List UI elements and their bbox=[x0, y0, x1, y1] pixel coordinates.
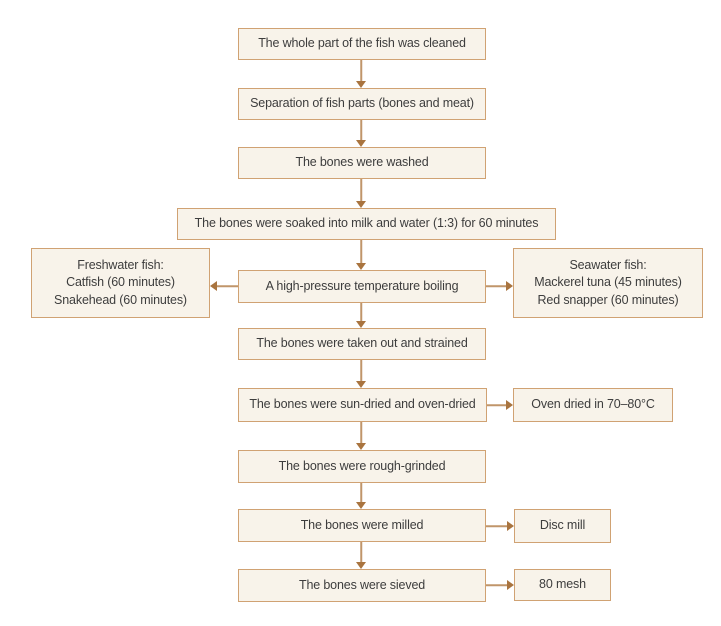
arrow-right-step7-oven-dried bbox=[487, 399, 513, 411]
flow-step-separation: Separation of fish parts (bones and meat… bbox=[238, 88, 486, 120]
arrow-down-step2-step3 bbox=[355, 120, 367, 147]
flow-side-seawater-fish-label: Seawater fish: Mackerel tuna (45 minutes… bbox=[534, 257, 682, 307]
arrowhead-right-icon bbox=[506, 400, 513, 410]
arrowhead-down-icon bbox=[356, 263, 366, 270]
flow-step-milled: The bones were milled bbox=[238, 509, 486, 542]
arrowhead-down-icon bbox=[356, 201, 366, 208]
arrowhead-down-icon bbox=[356, 321, 366, 328]
flow-side-disc-mill: Disc mill bbox=[514, 509, 611, 543]
arrow-down-step7-step8 bbox=[355, 422, 367, 450]
arrow-down-step6-step7 bbox=[355, 360, 367, 388]
arrow-right-step10-80-mesh bbox=[486, 579, 514, 591]
flow-step-washed: The bones were washed bbox=[238, 147, 486, 179]
flow-side-disc-mill-label: Disc mill bbox=[539, 518, 586, 533]
flow-side-oven-dried: Oven dried in 70–80°C bbox=[513, 388, 673, 422]
flow-step-rough-grinded-label: The bones were rough-grinded bbox=[278, 458, 446, 473]
arrow-down-step8-step9 bbox=[355, 483, 367, 509]
flow-step-cleaned-label: The whole part of the fish was cleaned bbox=[258, 36, 466, 51]
flow-side-80-mesh: 80 mesh bbox=[514, 569, 611, 601]
flow-side-freshwater-fish-label: Freshwater fish: Catfish (60 minutes) Sn… bbox=[54, 257, 187, 307]
arrowhead-down-icon bbox=[356, 381, 366, 388]
arrowhead-down-icon bbox=[356, 502, 366, 509]
arrow-down-step1-step2 bbox=[355, 60, 367, 88]
arrowhead-down-icon bbox=[356, 81, 366, 88]
arrowhead-right-icon bbox=[507, 521, 514, 531]
flow-step-strained: The bones were taken out and strained bbox=[238, 328, 486, 360]
arrowhead-down-icon bbox=[356, 140, 366, 147]
flow-step-separation-label: Separation of fish parts (bones and meat… bbox=[250, 96, 474, 111]
arrow-right-step5-seawater bbox=[486, 280, 513, 292]
flow-step-dried-label: The bones were sun-dried and oven-dried bbox=[249, 397, 476, 412]
arrow-left-step5-freshwater bbox=[210, 280, 238, 292]
arrowhead-right-icon bbox=[507, 580, 514, 590]
arrow-right-step9-disc-mill bbox=[486, 520, 514, 532]
flow-step-cleaned: The whole part of the fish was cleaned bbox=[238, 28, 486, 60]
flow-step-soaked: The bones were soaked into milk and wate… bbox=[177, 208, 556, 240]
arrow-down-step3-step4 bbox=[355, 179, 367, 208]
arrowhead-down-icon bbox=[356, 443, 366, 450]
flow-side-freshwater-fish: Freshwater fish: Catfish (60 minutes) Sn… bbox=[31, 248, 210, 318]
arrow-down-step9-step10 bbox=[355, 542, 367, 569]
arrow-down-step4-step5 bbox=[355, 240, 367, 270]
flow-step-dried: The bones were sun-dried and oven-dried bbox=[238, 388, 487, 422]
arrowhead-down-icon bbox=[356, 562, 366, 569]
flow-step-milled-label: The bones were milled bbox=[300, 517, 424, 532]
flow-side-oven-dried-label: Oven dried in 70–80°C bbox=[531, 397, 655, 412]
flow-side-80-mesh-label: 80 mesh bbox=[539, 577, 586, 592]
flow-step-rough-grinded: The bones were rough-grinded bbox=[238, 450, 486, 483]
flow-step-soaked-label: The bones were soaked into milk and wate… bbox=[194, 216, 539, 231]
flow-step-strained-label: The bones were taken out and strained bbox=[256, 336, 468, 351]
flow-step-sieved-label: The bones were sieved bbox=[298, 577, 426, 592]
flow-step-washed-label: The bones were washed bbox=[295, 155, 429, 170]
flow-step-sieved: The bones were sieved bbox=[238, 569, 486, 602]
arrowhead-right-icon bbox=[506, 281, 513, 291]
flow-step-boiling: A high-pressure temperature boiling bbox=[238, 270, 486, 303]
arrow-down-step5-step6 bbox=[355, 303, 367, 328]
flow-step-boiling-label: A high-pressure temperature boiling bbox=[265, 278, 459, 293]
arrowhead-left-icon bbox=[210, 281, 217, 291]
flow-side-seawater-fish: Seawater fish: Mackerel tuna (45 minutes… bbox=[513, 248, 703, 318]
